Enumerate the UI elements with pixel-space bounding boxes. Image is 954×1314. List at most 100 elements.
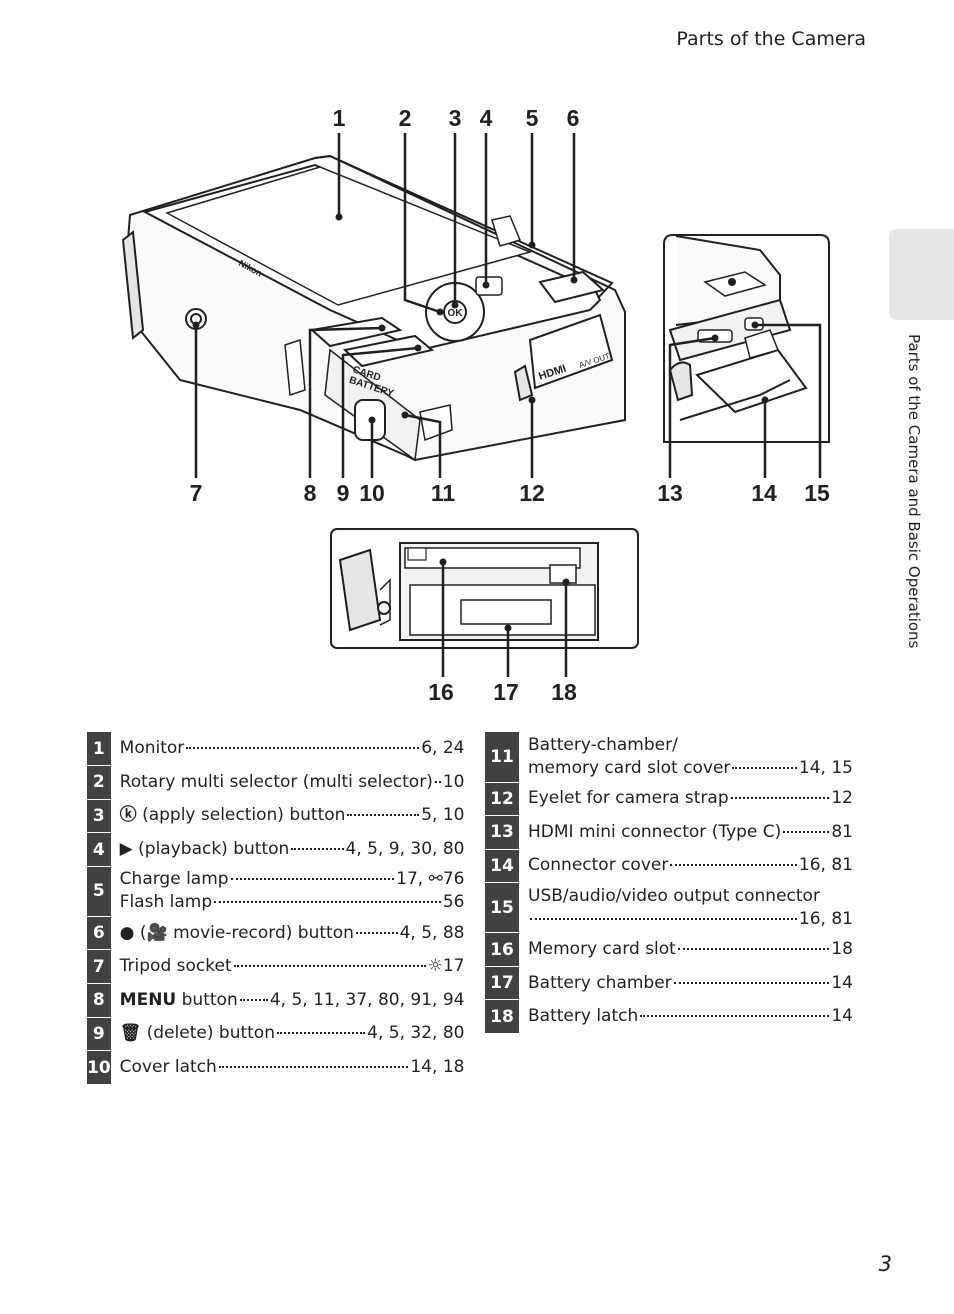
callout-14: 14 <box>751 480 777 506</box>
part-name: Charge lamp <box>119 869 229 890</box>
button-symbol-icon: ● <box>119 922 135 943</box>
button-symbol-icon: 🗑 <box>119 1023 142 1044</box>
part-number: 18 <box>485 999 519 1035</box>
part-number: 9 <box>87 1017 111 1052</box>
part-name: (delete) button <box>146 1023 275 1044</box>
part-number: 2 <box>87 765 111 800</box>
page-number: 3 <box>878 1252 892 1276</box>
part-number: 17 <box>485 966 519 1001</box>
page-reference: 12 <box>831 788 853 809</box>
part-description: ● (🎥 movie-record) button 4, 5, 88 <box>111 916 465 950</box>
page-reference: 56 <box>442 892 465 913</box>
dot-leader <box>276 1032 366 1035</box>
part-name: Cover latch <box>119 1057 217 1078</box>
dot-leader <box>677 948 830 951</box>
part-name: Eyelet for camera strap <box>528 788 729 809</box>
part-row-9: 9 🗑 (delete) button 4, 5, 32, 80 <box>87 1017 465 1052</box>
dot-leader <box>186 747 420 750</box>
part-name: button <box>181 989 238 1010</box>
part-name: Flash lamp <box>119 892 213 913</box>
dot-leader <box>218 1066 409 1069</box>
part-number: 5 <box>87 866 111 917</box>
battery-chamber-inset-illustration <box>330 528 639 649</box>
callout-15: 15 <box>804 480 830 506</box>
part-description: 🗑 (delete) button 4, 5, 32, 80 <box>111 1017 465 1051</box>
page-reference: 4, 5, 32, 80 <box>367 1023 465 1044</box>
page-reference: 18 <box>831 939 853 960</box>
part-row-7: 7 Tripod socket ☼17 <box>87 949 465 985</box>
dot-leader <box>732 767 797 769</box>
callout-10: 10 <box>359 480 385 506</box>
callout-18: 18 <box>551 679 577 705</box>
page-reference: 17, ⚯76 <box>396 869 465 890</box>
part-description: Eyelet for camera strap 12 <box>519 782 853 816</box>
page-reference: ☼17 <box>427 956 465 977</box>
part-row-6: 6 ● (🎥 movie-record) button 4, 5, 88 <box>87 916 465 951</box>
page-reference: 81 <box>831 821 853 842</box>
part-name: Tripod socket <box>119 956 232 977</box>
part-description: HDMI mini connector (Type C) 81 <box>519 816 853 850</box>
part-name: Rotary multi selector (multi selector) <box>119 771 433 792</box>
part-name: Battery-chamber/ <box>528 735 678 755</box>
dot-leader <box>230 878 395 881</box>
dot-leader <box>673 981 830 984</box>
part-description: Tripod socket ☼17 <box>111 950 465 984</box>
part-number: 13 <box>485 815 519 850</box>
part-description: Rotary multi selector (multi selector)10 <box>111 766 465 800</box>
dot-leader <box>530 917 797 920</box>
part-name: (🎥 movie-record) button <box>139 922 354 943</box>
dot-leader <box>434 780 441 783</box>
part-name: Monitor <box>119 738 185 759</box>
part-number: 7 <box>87 949 111 985</box>
dot-leader <box>783 830 830 833</box>
dot-leader <box>291 848 344 851</box>
page-reference: 6, 24 <box>421 738 465 759</box>
part-row-14: 14 Connector cover 16, 81 <box>485 849 853 884</box>
section-tab-label: Parts of the Camera and Basic Operations <box>905 334 923 649</box>
part-name: Connector cover <box>528 855 669 876</box>
page-reference: 16, 81 <box>798 855 853 876</box>
callout-6: 6 <box>567 105 580 131</box>
camera-diagram: Nikon OK CARDBATTERY HDMI A/V OUT <box>121 105 830 705</box>
page-reference: 4, 5, 11, 37, 80, 91, 94 <box>269 989 465 1010</box>
part-row-13: 13 HDMI mini connector (Type C) 81 <box>485 815 853 850</box>
ok-button-label: OK <box>448 308 464 319</box>
dot-leader <box>355 931 398 934</box>
callout-4: 4 <box>480 105 493 131</box>
dot-leader <box>670 864 797 867</box>
dot-leader <box>347 814 420 817</box>
page-reference: 4, 5, 9, 30, 80 <box>345 839 465 860</box>
callout-9: 9 <box>337 480 350 506</box>
part-name: HDMI mini connector (Type C) <box>528 821 782 842</box>
button-symbol-icon: MENU <box>119 989 177 1010</box>
callout-5: 5 <box>526 105 539 131</box>
page-reference: 14 <box>831 972 853 993</box>
callout-endpoint-dots <box>192 213 769 632</box>
part-number: 14 <box>485 849 519 884</box>
part-description: Monitor 6, 24 <box>111 732 465 766</box>
section-tab <box>889 229 954 320</box>
camera-back-illustration <box>121 154 626 462</box>
part-number: 6 <box>87 916 111 951</box>
dot-leader <box>239 998 268 1001</box>
page-reference: 14, 15 <box>798 758 853 778</box>
part-number: 4 <box>87 832 111 867</box>
callout-3: 3 <box>449 105 462 131</box>
dot-leader <box>730 797 830 800</box>
callout-8: 8 <box>304 480 317 506</box>
page-reference: 4, 5, 88 <box>399 922 465 943</box>
